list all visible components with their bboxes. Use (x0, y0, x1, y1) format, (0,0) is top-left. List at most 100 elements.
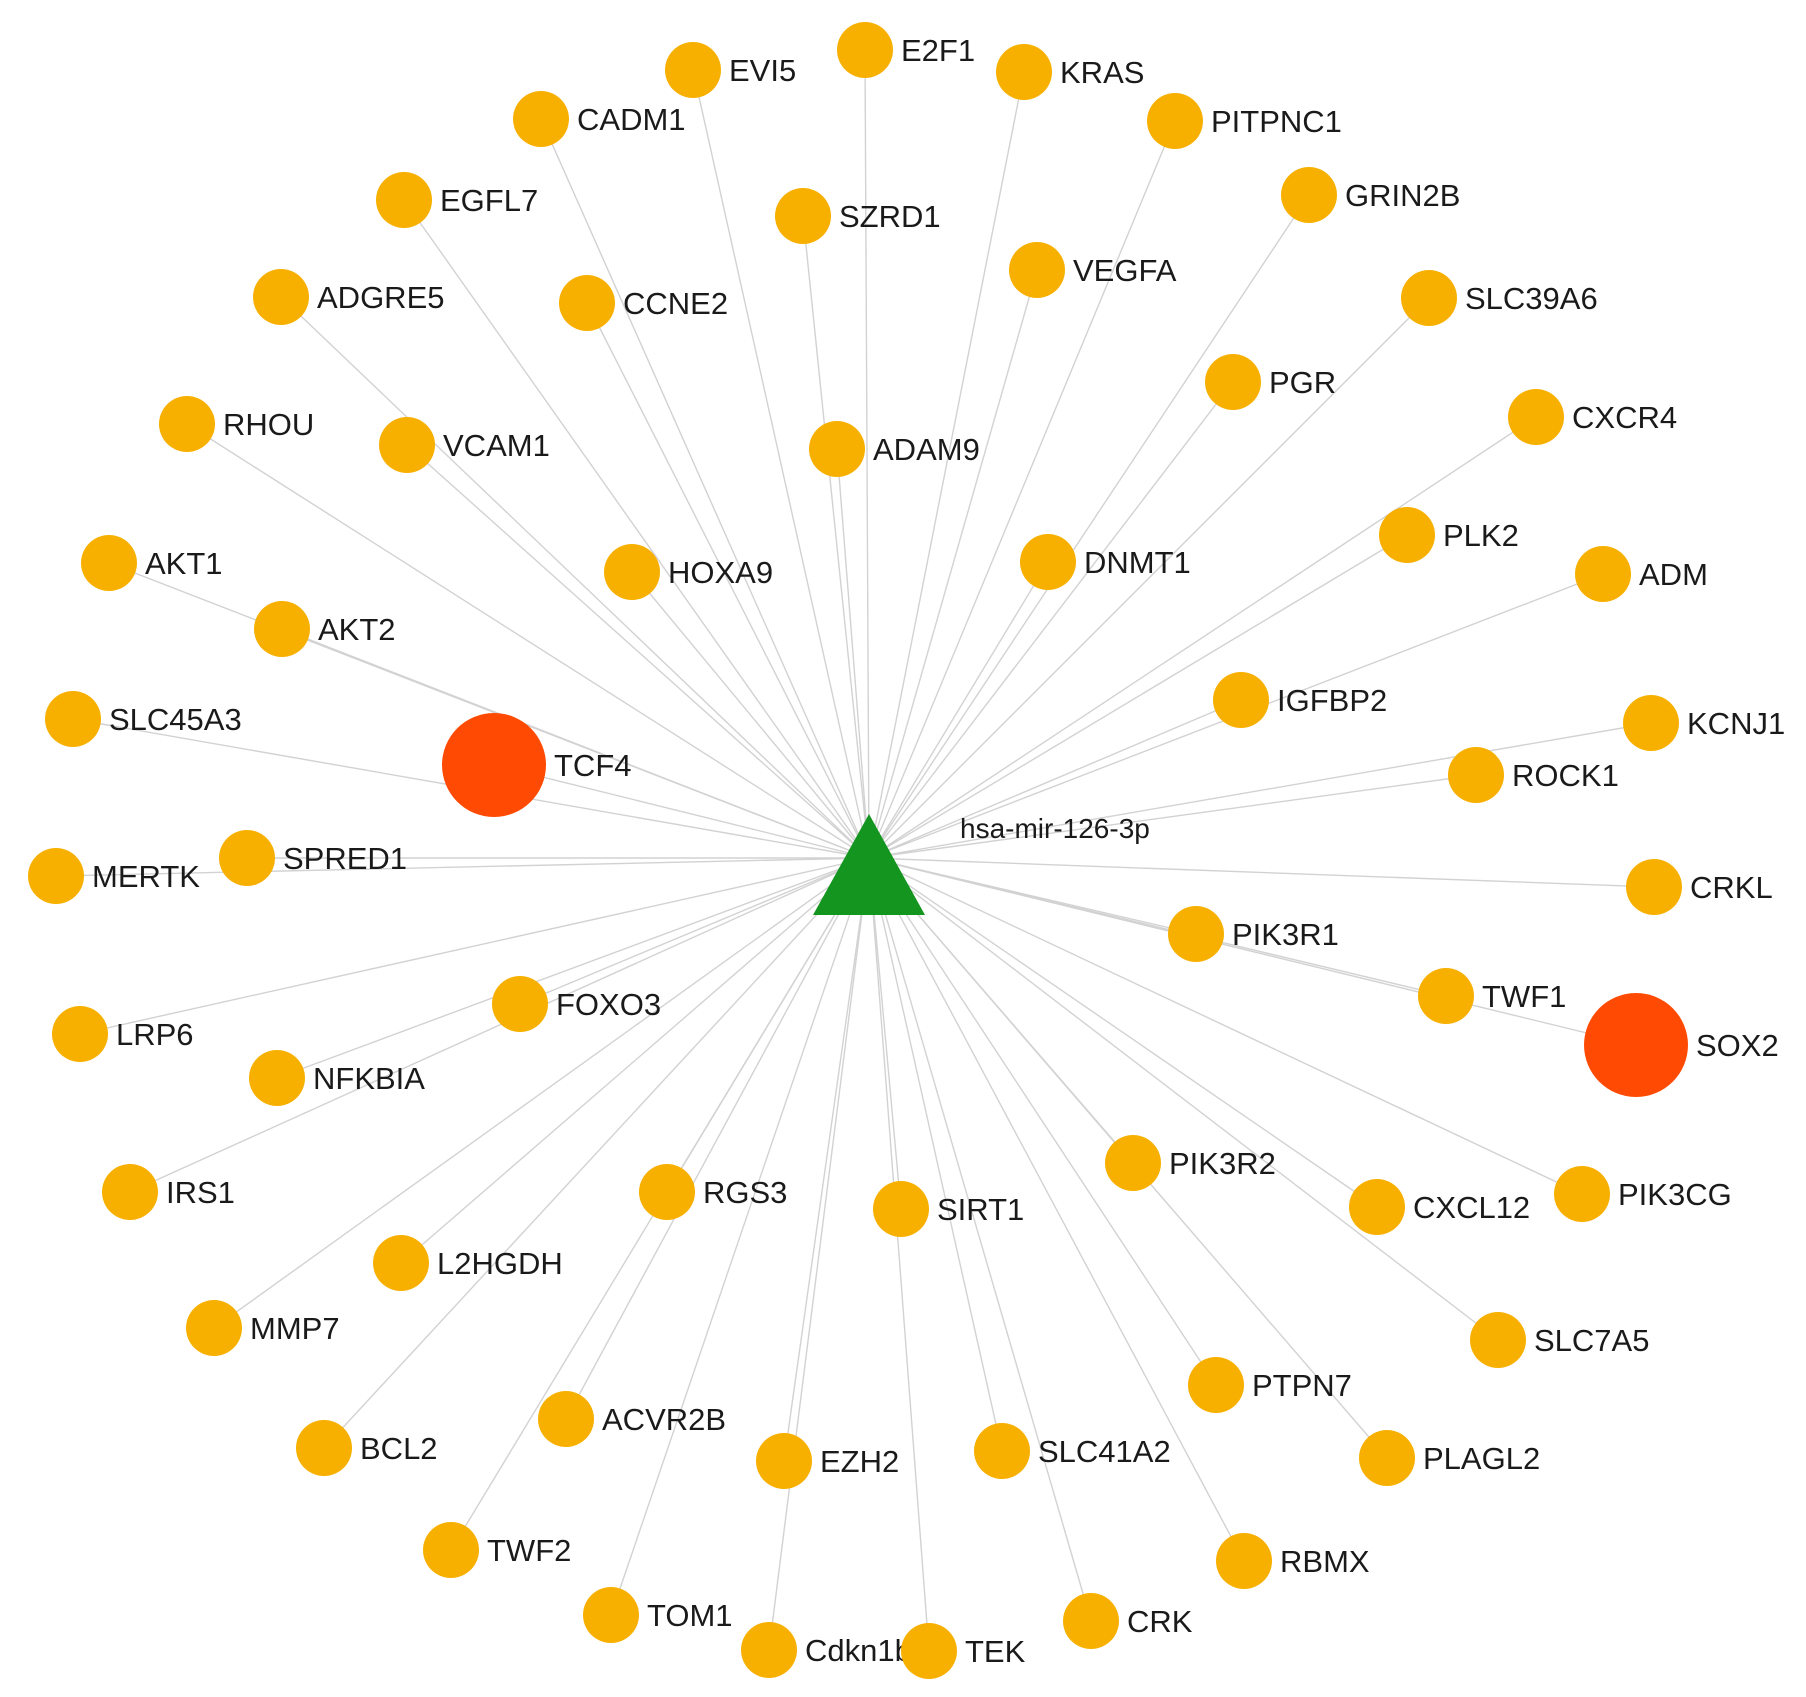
gene-node-tcf4[interactable] (442, 713, 546, 817)
gene-node-spred1[interactable] (219, 830, 275, 886)
gene-label-foxo3: FOXO3 (556, 987, 661, 1022)
edge-kcnj1 (868, 722, 1652, 859)
gene-node-akt1[interactable] (81, 535, 137, 591)
edge-ccne2 (586, 302, 870, 859)
gene-node-acvr2b[interactable] (538, 1391, 594, 1447)
gene-node-crkl[interactable] (1626, 859, 1682, 915)
gene-node-nfkbia[interactable] (249, 1050, 305, 1106)
edge-mmp7 (213, 857, 870, 1329)
gene-node-kcnj1[interactable] (1623, 695, 1679, 751)
gene-node-slc7a5[interactable] (1470, 1312, 1526, 1368)
hub-mirna-node[interactable] (813, 814, 925, 915)
gene-node-tom1[interactable] (583, 1587, 639, 1643)
edge-ptpn7 (868, 857, 1217, 1386)
gene-node-ezh2[interactable] (756, 1433, 812, 1489)
edge-crk (868, 857, 1092, 1622)
gene-node-adam9[interactable] (809, 421, 865, 477)
gene-label-ccne2: CCNE2 (623, 286, 728, 321)
edge-e2f1 (864, 49, 870, 859)
gene-node-bcl2[interactable] (296, 1420, 352, 1476)
gene-label-mertk: MERTK (92, 859, 200, 894)
gene-node-plagl2[interactable] (1359, 1430, 1415, 1486)
gene-node-rgs3[interactable] (639, 1164, 695, 1220)
edge-slc39a6 (868, 297, 1430, 859)
gene-node-kras[interactable] (996, 44, 1052, 100)
gene-label-szrd1: SZRD1 (839, 199, 941, 234)
gene-node-rock1[interactable] (1448, 747, 1504, 803)
hub-group: hsa-mir-126-3p (813, 813, 1150, 915)
gene-node-pik3r2[interactable] (1105, 1135, 1161, 1191)
gene-node-twf2[interactable] (423, 1522, 479, 1578)
gene-node-slc41a2[interactable] (974, 1423, 1030, 1479)
edge-pgr (868, 381, 1234, 859)
edge-bcl2 (323, 857, 870, 1449)
gene-node-rhou[interactable] (159, 396, 215, 452)
gene-node-pik3r1[interactable] (1168, 906, 1224, 962)
gene-node-twf1[interactable] (1418, 968, 1474, 1024)
gene-node-foxo3[interactable] (492, 976, 548, 1032)
gene-node-hoxa9[interactable] (604, 544, 660, 600)
gene-node-dnmt1[interactable] (1020, 534, 1076, 590)
gene-label-pik3cg: PIK3CG (1618, 1177, 1732, 1212)
gene-label-pik3r2: PIK3R2 (1169, 1146, 1276, 1181)
edge-cxcr4 (868, 416, 1537, 859)
gene-node-pgr[interactable] (1205, 354, 1261, 410)
gene-node-cxcr4[interactable] (1508, 389, 1564, 445)
gene-node-mertk[interactable] (28, 848, 84, 904)
edge-adgre5 (280, 296, 870, 859)
gene-node-igfbp2[interactable] (1213, 672, 1269, 728)
gene-node-e2f1[interactable] (837, 22, 893, 78)
gene-label-cdkn1b: Cdkn1b (805, 1633, 912, 1668)
gene-node-cadm1[interactable] (513, 91, 569, 147)
gene-node-cxcl12[interactable] (1349, 1179, 1405, 1235)
edge-slc41a2 (868, 857, 1003, 1452)
gene-label-spred1: SPRED1 (283, 841, 407, 876)
gene-node-slc45a3[interactable] (45, 691, 101, 747)
edge-grin2b (868, 194, 1310, 859)
gene-node-vcam1[interactable] (379, 417, 435, 473)
gene-node-vegfa[interactable] (1009, 242, 1065, 298)
gene-node-rbmx[interactable] (1216, 1533, 1272, 1589)
edge-cxcl12 (868, 857, 1378, 1208)
edge-pitpnc1 (868, 120, 1176, 859)
edge-dnmt1 (868, 561, 1049, 859)
gene-node-evi5[interactable] (665, 42, 721, 98)
gene-node-sox2[interactable] (1584, 993, 1688, 1097)
gene-label-cxcr4: CXCR4 (1572, 400, 1677, 435)
edge-igfbp2 (868, 699, 1242, 859)
gene-node-egfl7[interactable] (376, 172, 432, 228)
gene-node-sirt1[interactable] (873, 1181, 929, 1237)
gene-node-pitpnc1[interactable] (1147, 93, 1203, 149)
gene-node-cdkn1b[interactable] (741, 1622, 797, 1678)
gene-node-szrd1[interactable] (775, 188, 831, 244)
gene-node-irs1[interactable] (102, 1164, 158, 1220)
gene-node-grin2b[interactable] (1281, 167, 1337, 223)
edge-cadm1 (540, 118, 870, 859)
gene-node-ptpn7[interactable] (1188, 1357, 1244, 1413)
gene-node-ccne2[interactable] (559, 275, 615, 331)
edge-acvr2b (565, 857, 870, 1420)
gene-node-l2hgdh[interactable] (373, 1235, 429, 1291)
gene-node-mmp7[interactable] (186, 1300, 242, 1356)
gene-node-adm[interactable] (1575, 546, 1631, 602)
gene-node-pik3cg[interactable] (1554, 1166, 1610, 1222)
gene-node-tek[interactable] (901, 1623, 957, 1679)
edge-cdkn1b (768, 857, 870, 1651)
gene-node-akt2[interactable] (254, 601, 310, 657)
gene-node-plk2[interactable] (1379, 507, 1435, 563)
gene-label-slc45a3: SLC45A3 (109, 702, 242, 737)
gene-label-crk: CRK (1127, 1604, 1193, 1639)
gene-label-pitpnc1: PITPNC1 (1211, 104, 1342, 139)
gene-label-adam9: ADAM9 (873, 432, 980, 467)
gene-label-irs1: IRS1 (166, 1175, 235, 1210)
edge-adam9 (836, 448, 870, 859)
gene-label-ezh2: EZH2 (820, 1444, 899, 1479)
gene-node-lrp6[interactable] (52, 1006, 108, 1062)
gene-label-vcam1: VCAM1 (443, 428, 550, 463)
gene-label-cadm1: CADM1 (577, 102, 686, 137)
gene-node-slc39a6[interactable] (1401, 270, 1457, 326)
gene-node-crk[interactable] (1063, 1593, 1119, 1649)
gene-node-adgre5[interactable] (253, 269, 309, 325)
gene-label-tcf4: TCF4 (554, 748, 632, 783)
